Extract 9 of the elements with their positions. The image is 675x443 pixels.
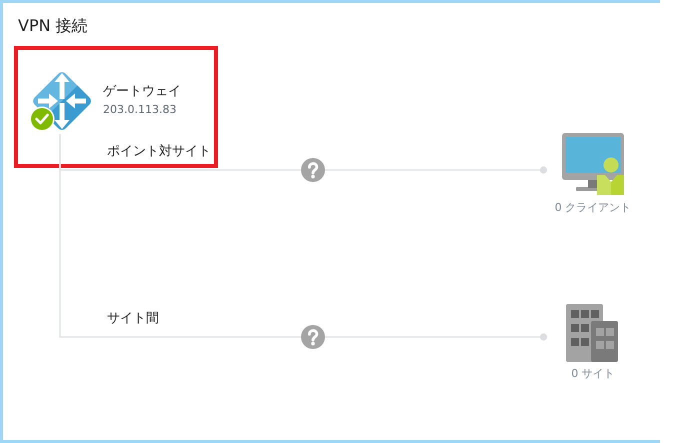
edge-label: サイト間 [107,311,159,327]
site-count: 0 サイト [571,366,615,381]
highlight-box [14,46,218,168]
connector-line [59,134,548,341]
device-name: ゲートウェイ [103,84,181,100]
edge-label: ポイント対サイト [107,144,211,160]
panel-title: VPN 接続 [18,16,88,36]
ip-address: 203.0.113.83 [103,103,178,117]
client-count: 0 クライアント [554,200,632,215]
